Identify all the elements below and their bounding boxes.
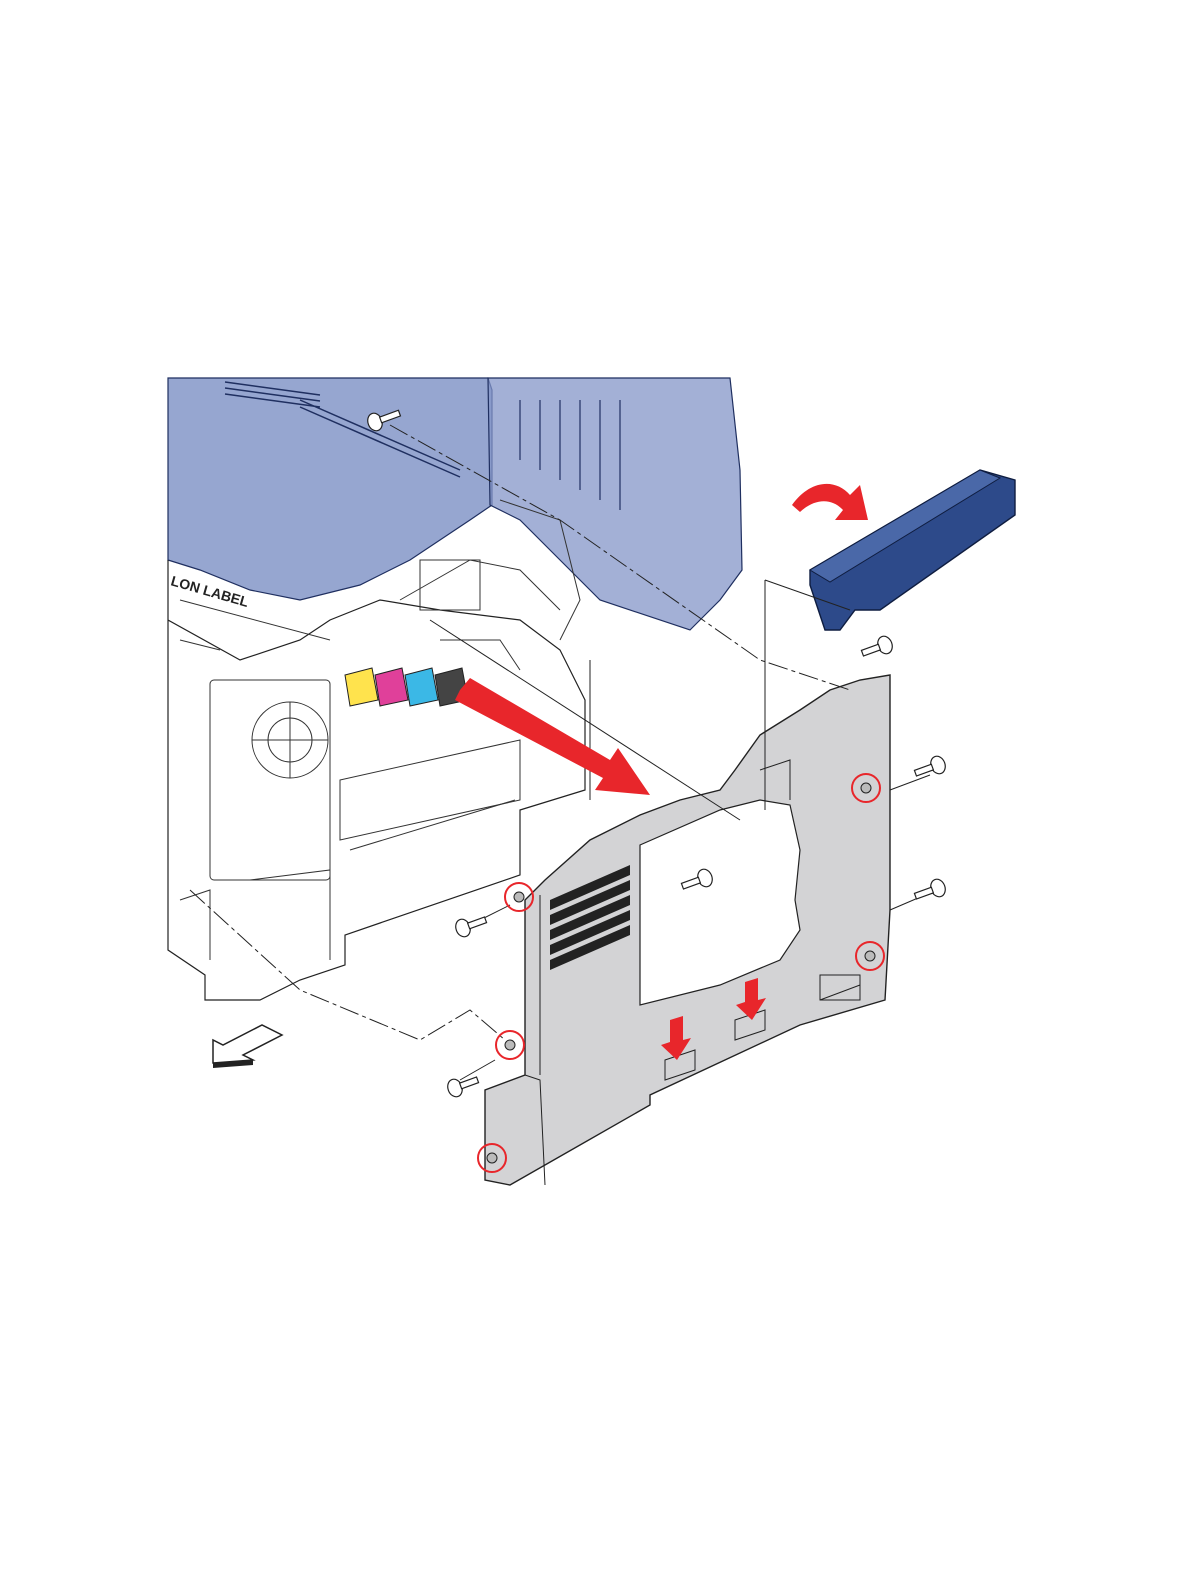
printer-top-cover-faded: [168, 378, 492, 600]
front-direction-icon: [213, 1025, 282, 1068]
toner-magenta: [375, 668, 408, 706]
screw-icon: [859, 634, 894, 662]
toner-cyan: [405, 668, 438, 706]
screw-icon: [453, 911, 488, 939]
toner-yellow: [345, 668, 378, 706]
screw-icon: [912, 754, 947, 782]
arrow-lift-icon: [792, 484, 868, 520]
printer-frame: [168, 560, 585, 1000]
screw-icon: [445, 1071, 480, 1099]
screw-icon: [912, 877, 947, 905]
printer-rear-cover-faded: [488, 378, 742, 630]
